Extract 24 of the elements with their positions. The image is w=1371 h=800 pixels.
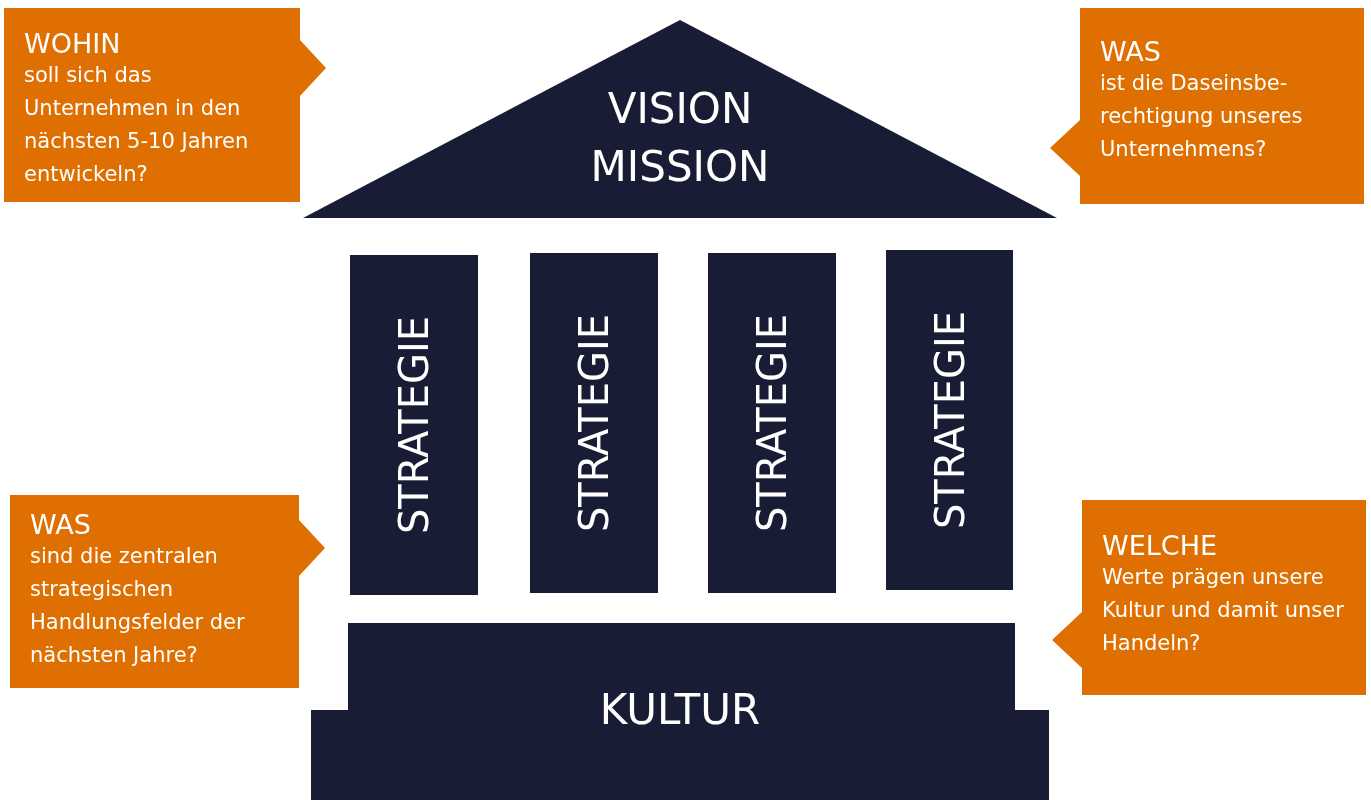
pillar	[350, 255, 478, 595]
callout-text: ist die Daseinsbe-rechtigung unseres Unternehmens?	[1100, 70, 1304, 163]
roof-triangle	[303, 20, 1057, 218]
speech-bubble	[10, 495, 325, 688]
pillar-text: STRATEGIE	[571, 314, 617, 532]
pillar-text: STRATEGIE	[391, 316, 437, 534]
callout-text: sind die zentralen strategischen Handlungsfelder der nächsten Jahre?	[30, 543, 246, 669]
speech-bubble	[1052, 500, 1366, 695]
pillar-text: STRATEGIE	[926, 311, 973, 529]
roof-text: VISION MISSION	[589, 83, 771, 193]
callout-heading: WOHIN	[24, 28, 122, 59]
foundation-base	[311, 623, 1049, 800]
callout-text: Werte prägen unsere Kultur und damit unser Handeln?	[1102, 564, 1345, 657]
base-text: KULTUR	[598, 685, 762, 734]
speech-bubble	[4, 8, 326, 202]
callout-text: soll sich das Unternehmen in den nächsten 5-10 Jahren entwickeln?	[24, 62, 250, 188]
speech-bubble	[1050, 8, 1364, 204]
pillar	[886, 250, 1013, 590]
pillar	[708, 253, 836, 593]
pillar	[530, 253, 658, 593]
pillar-text: STRATEGIE	[749, 314, 795, 532]
callout-heading: WAS	[1100, 36, 1162, 67]
callout-heading: WELCHE	[1102, 530, 1218, 561]
callout-heading: WAS	[30, 509, 92, 540]
